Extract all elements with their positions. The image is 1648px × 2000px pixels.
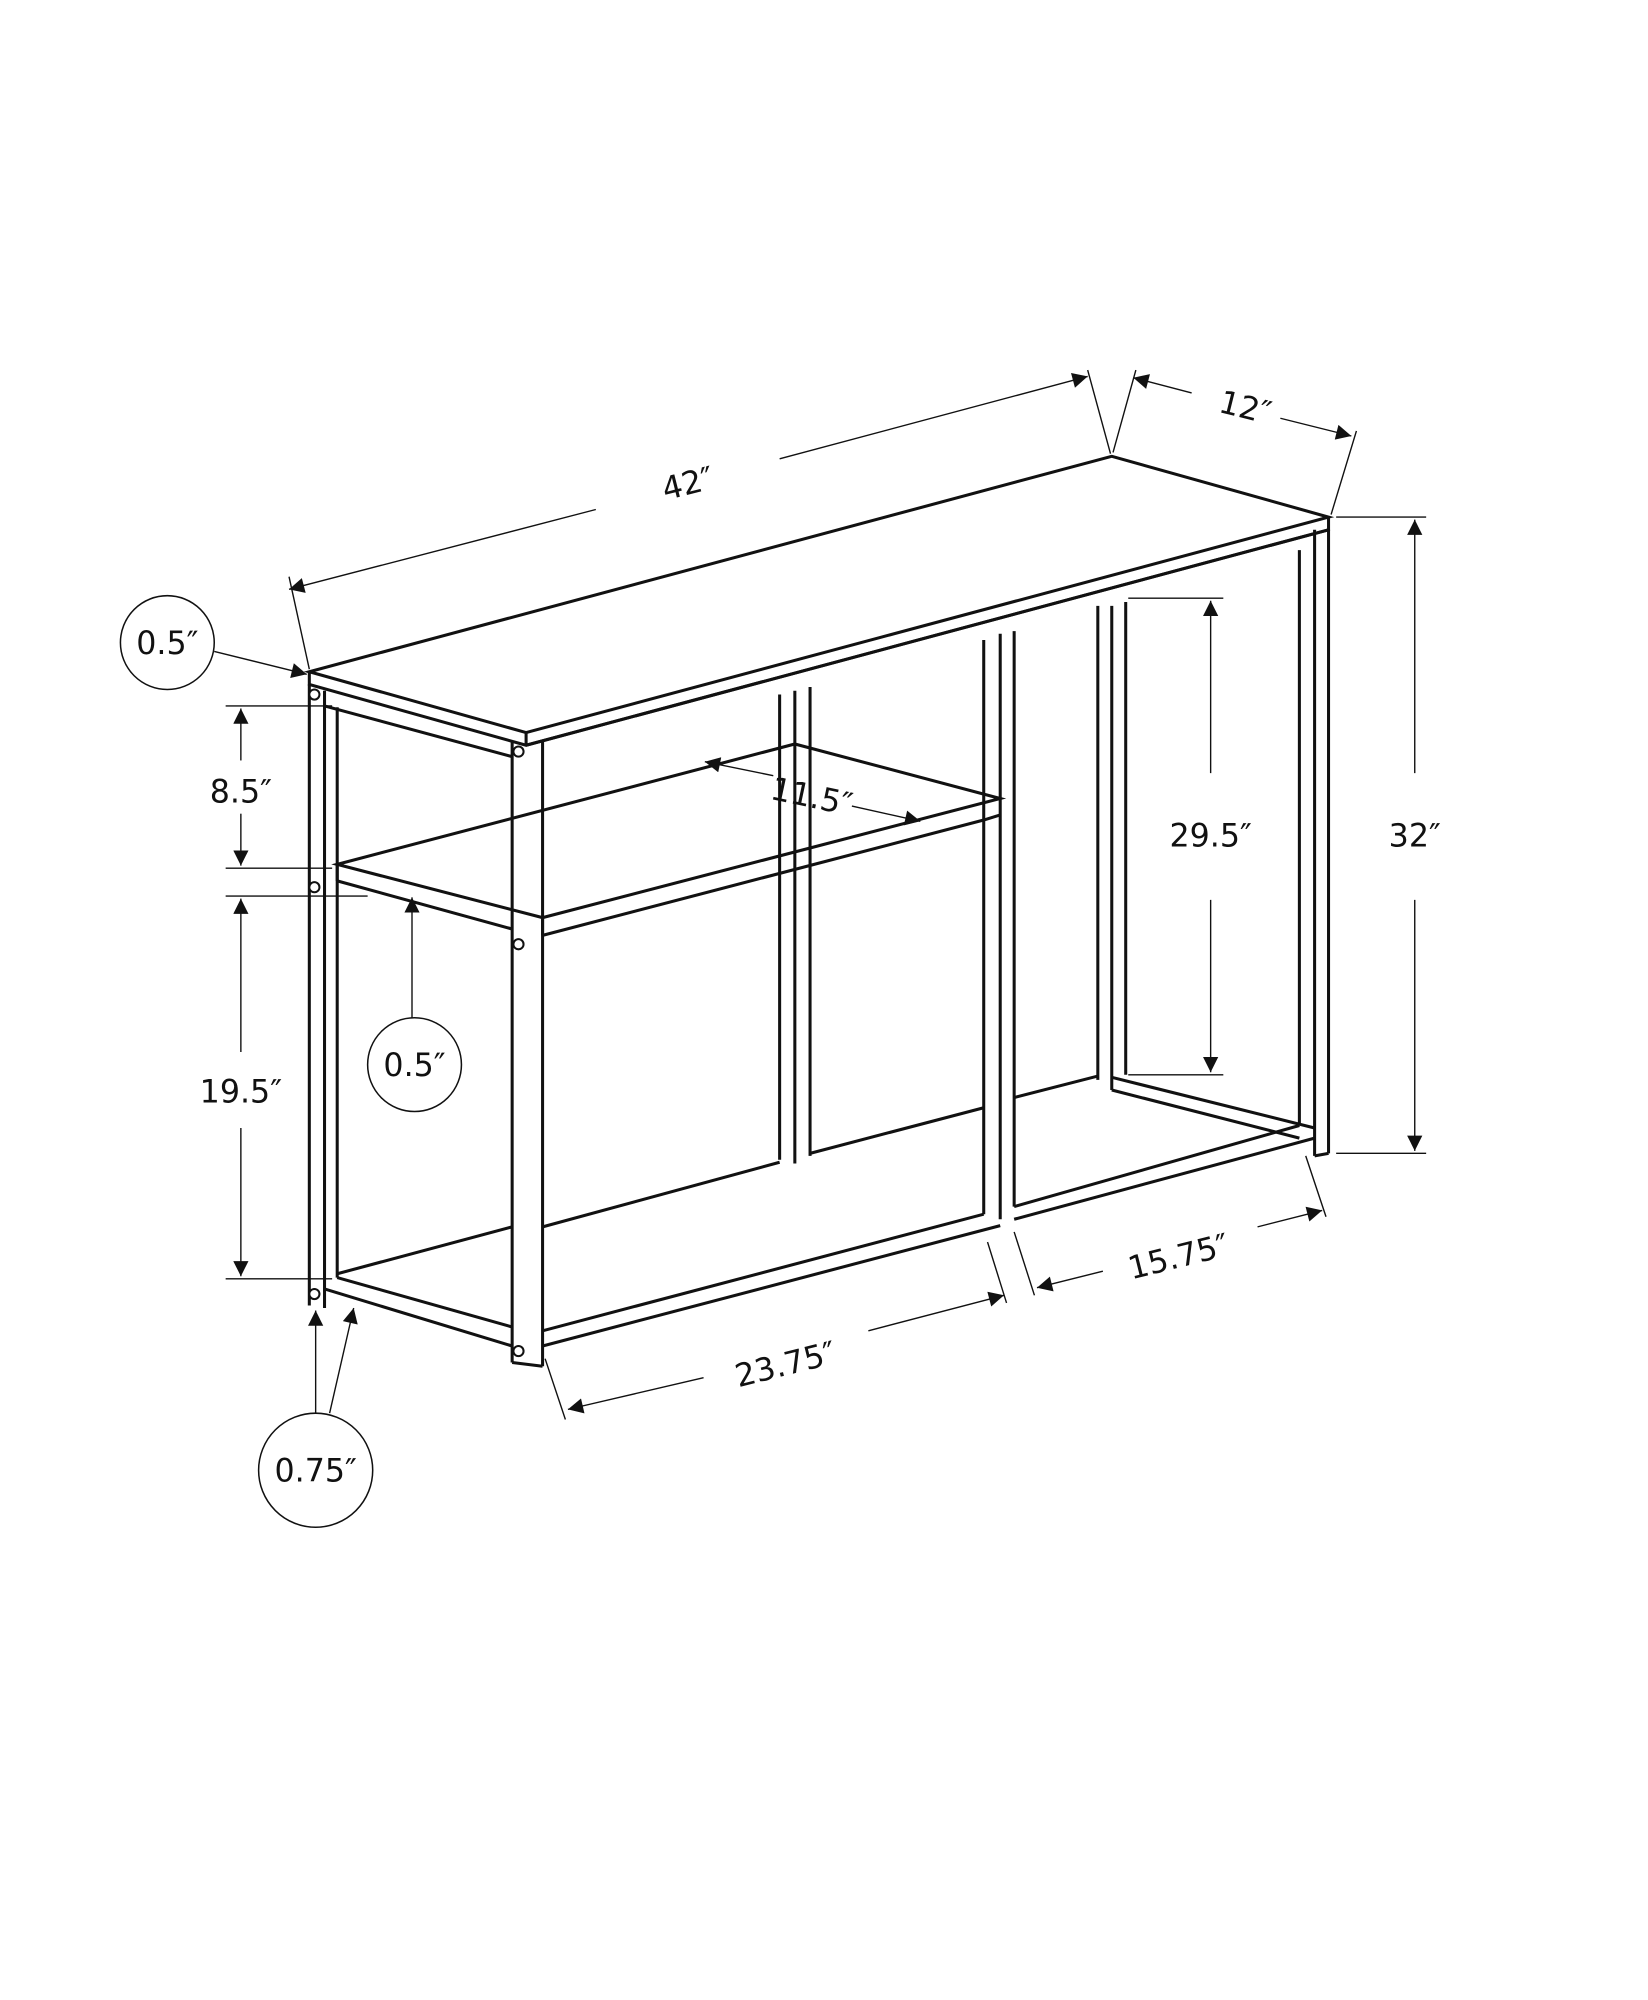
bolt-icon [512, 938, 525, 951]
shelf [331, 742, 1007, 920]
label-leg-width: 0.75″ [274, 1454, 357, 1490]
callout-shelf-thickness: 0.5″ [366, 897, 463, 1113]
bolt-icon [308, 688, 321, 701]
dimension-shelf-depth: 11.5″ [704, 757, 921, 826]
bolt-icon [512, 745, 525, 758]
dimension-overall-width: 42″ [288, 369, 1112, 670]
label-shelf-to-floor: 19.5″ [200, 1075, 283, 1111]
callout-leg-width: 0.75″ [257, 1307, 374, 1529]
dimension-shelf-to-floor: 19.5″ [200, 895, 368, 1280]
bolt-icon [512, 1344, 525, 1358]
label-top-thickness: 0.5″ [136, 626, 198, 662]
label-depth: 12″ [1215, 385, 1274, 433]
label-opening-height: 29.5″ [1169, 819, 1252, 855]
dimension-overall-height: 32″ [1336, 516, 1441, 1155]
dimension-depth: 12″ [1112, 369, 1358, 515]
callout-top-thickness: 0.5″ [119, 594, 307, 691]
label-top-to-shelf: 8.5″ [210, 774, 272, 810]
label-shelf-thickness: 0.5″ [383, 1048, 445, 1084]
bolt-icon [308, 881, 321, 894]
label-overall-height: 32″ [1389, 819, 1441, 855]
bolt-icon [308, 1287, 321, 1301]
dimension-top-to-shelf: 8.5″ [210, 705, 333, 869]
tabletop [303, 454, 1335, 735]
label-overall-width: 42″ [658, 461, 717, 509]
dimension-opening-height: 29.5″ [1128, 597, 1252, 1076]
table-drawing [303, 454, 1335, 1368]
label-right-bay-width: 15.75″ [1125, 1228, 1233, 1288]
label-left-bay-width: 23.75″ [732, 1335, 840, 1395]
